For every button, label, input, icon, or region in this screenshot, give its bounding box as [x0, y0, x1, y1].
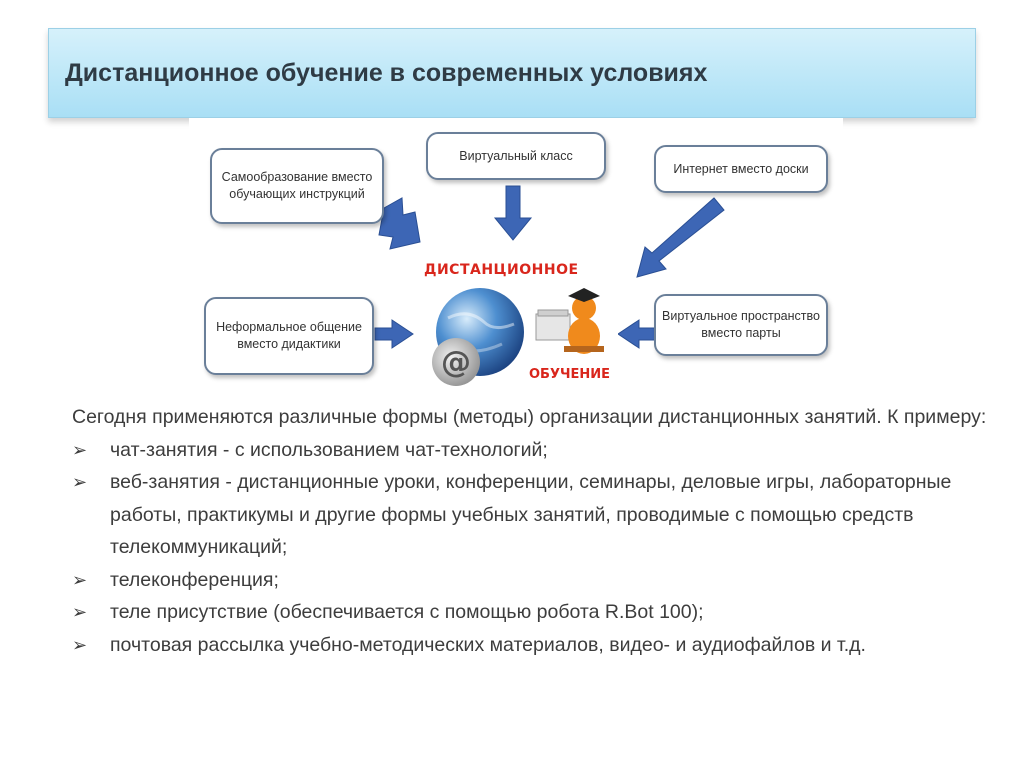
svg-text:@: @ — [441, 345, 471, 380]
page-title: Дистанционное обучение в современных усл… — [65, 59, 708, 87]
list-item: ➢ телеконференция; — [72, 564, 1002, 597]
arrow-informal — [374, 319, 414, 349]
body-text: Сегодня применяются различные формы (мет… — [72, 401, 1002, 661]
list-item-text: веб-занятия - дистанционные уроки, конфе… — [110, 471, 952, 558]
list-item: ➢ чат-занятия - с использованием чат-тех… — [72, 434, 1002, 467]
box-virtual-space: Виртуальное пространство вместо парты — [654, 294, 828, 356]
box-internet: Интернет вместо доски — [654, 145, 828, 193]
box-informal-label: Неформальное общение вместо дидактики — [216, 320, 362, 351]
bullet-list: ➢ чат-занятия - с использованием чат-тех… — [72, 434, 1002, 662]
list-item: ➢ теле присутствие (обеспечивается с пом… — [72, 596, 1002, 629]
box-virtual-class: Виртуальный класс — [426, 132, 606, 180]
logo-illustration: @ — [432, 288, 604, 386]
box-self-education-label: Самообразование вместо обучающих инструк… — [221, 170, 373, 201]
intro-paragraph: Сегодня применяются различные формы (мет… — [72, 406, 987, 428]
list-item-text: теле присутствие (обеспечивается с помощ… — [110, 601, 704, 623]
arrow-bullet-icon: ➢ — [72, 602, 88, 622]
student-figure-icon — [535, 288, 604, 354]
diagram-arrows — [374, 185, 725, 349]
arrow-bullet-icon: ➢ — [72, 439, 88, 460]
arrow-virtual-space — [617, 319, 656, 349]
diagram: Самообразование вместо обучающих инструк… — [189, 118, 843, 398]
arrow-self-education — [378, 197, 421, 250]
at-sign-icon — [432, 338, 480, 386]
title-banner: Дистанционное обучение в современных усл… — [48, 28, 976, 118]
list-item-text: чат-занятия - с использованием чат-техно… — [110, 438, 548, 461]
box-informal: Неформальное общение вместо дидактики — [204, 297, 374, 375]
list-item-text: почтовая рассылка учебно-методических ма… — [110, 633, 866, 656]
box-virtual-space-label: Виртуальное пространство вместо парты — [662, 309, 820, 340]
box-virtual-class-label: Виртуальный класс — [459, 148, 573, 163]
box-internet-label: Интернет вместо доски — [673, 161, 809, 176]
logo-top-text: ДИСТАНЦИОННОЕ — [424, 262, 579, 278]
list-item: ➢ веб-занятия - дистанционные уроки, кон… — [72, 466, 1002, 564]
list-item: ➢ почтовая рассылка учебно-методических … — [72, 629, 1002, 662]
arrow-bullet-icon: ➢ — [72, 472, 88, 492]
arrow-virtual-class — [493, 185, 533, 241]
distance-learning-logo: @ ДИСТАНЦИОННОЕ ОБУЧЕНИЕ — [418, 258, 618, 390]
arrow-bullet-icon: ➢ — [72, 569, 88, 590]
arrow-bullet-icon: ➢ — [72, 634, 88, 655]
box-self-education: Самообразование вместо обучающих инструк… — [210, 148, 384, 224]
arrow-internet — [636, 197, 725, 278]
list-item-text: телеконференция; — [110, 568, 279, 591]
logo-bottom-text: ОБУЧЕНИЕ — [528, 367, 610, 382]
